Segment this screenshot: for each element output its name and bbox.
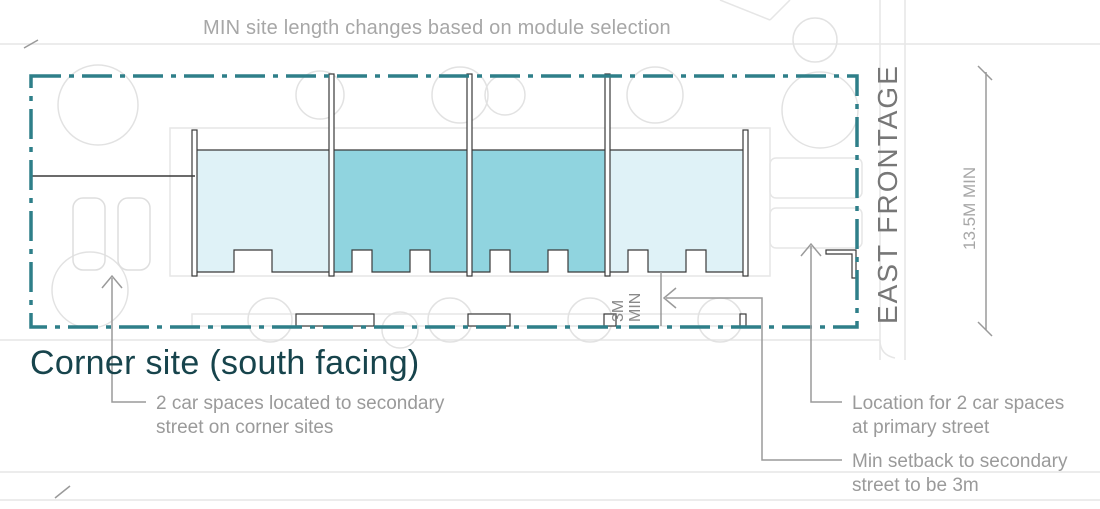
note-primary-car-spaces-line2: at primary street — [852, 417, 990, 438]
note-primary-car-spaces: Location for 2 car spaces at primary str… — [852, 392, 1064, 440]
note-setback-line2: street to be 3m — [852, 475, 979, 496]
bottom-left-tick — [54, 485, 71, 499]
leader-corner-car-spaces — [101, 274, 146, 403]
leader-primary-car-spaces — [800, 242, 842, 403]
note-setback: Min setback to secondary street to be 3m — [852, 450, 1067, 498]
leader-setback — [666, 297, 842, 461]
site-length-dimension-label: MIN site length changes based on module … — [203, 17, 671, 39]
note-corner-car-spaces-line2: street on corner sites — [156, 417, 334, 438]
setback-dimension-line2: MIN — [627, 292, 644, 322]
module-3 — [468, 149, 608, 273]
setback-dimension-line — [660, 272, 677, 326]
building-modules — [195, 149, 746, 273]
front-fences — [295, 313, 747, 327]
page-title: Corner site (south facing) — [30, 344, 420, 382]
depth-dimension-line — [977, 65, 993, 337]
module-2 — [330, 149, 470, 273]
note-corner-car-spaces-line1: 2 car spaces located to secondary — [156, 393, 445, 414]
east-corner-fence — [825, 249, 857, 279]
site-boundary — [29, 74, 859, 329]
module-4 — [606, 149, 746, 273]
note-setback-line1: Min setback to secondary — [852, 451, 1068, 472]
module-1 — [195, 149, 332, 273]
faint-car-spaces — [72, 197, 151, 271]
note-primary-car-spaces-line1: Location for 2 car spaces — [852, 393, 1065, 414]
setback-dimension-label: 3M MIN — [610, 293, 644, 322]
party-walls — [191, 73, 749, 277]
setback-dimension-line1: 3M — [610, 299, 627, 322]
note-corner-car-spaces: 2 car spaces located to secondary street… — [156, 392, 444, 440]
east-frontage-label: EAST FRONTAGE — [872, 64, 903, 324]
depth-dimension-label: 13.5M MIN — [960, 166, 979, 250]
top-dimension-line — [23, 39, 39, 49]
